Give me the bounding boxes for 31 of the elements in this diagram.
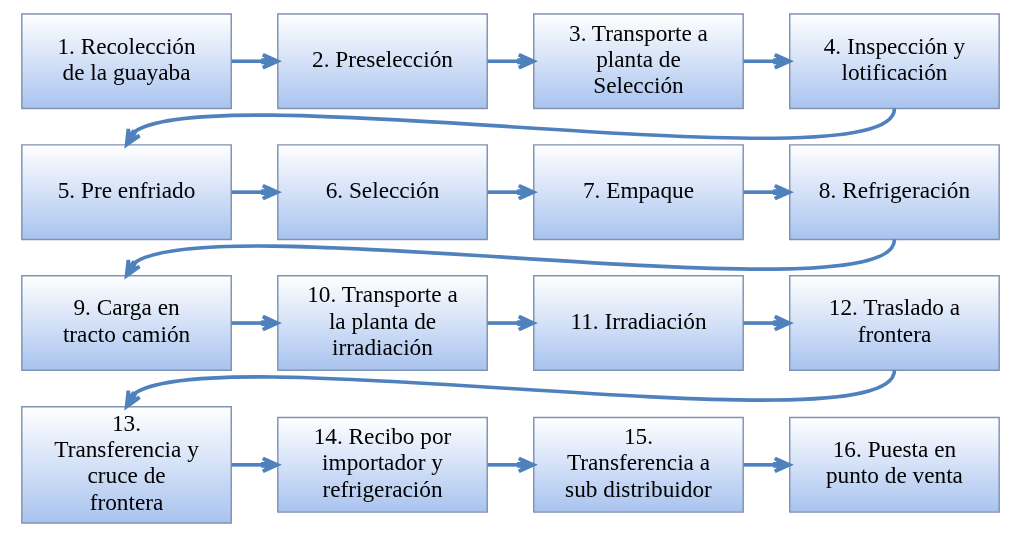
node-box: 8. Refrigeración [789,144,1000,241]
arrow [487,52,536,70]
arrow [487,314,536,332]
node-box: 7. Empaque [533,144,744,241]
arrow [743,183,792,201]
node-box: 6. Selección [277,144,488,241]
arrow [487,183,536,201]
arrow [124,238,896,278]
node-box: 10. Transporte a la planta de irradiación [277,275,488,372]
node-box: 11. Irradiación [533,275,744,372]
arrow [487,456,536,474]
node-box: 14. Recibo por importador y refrigeración [277,416,488,513]
node-box: 1. Recolección de la guayaba [21,13,232,110]
node-box: 9. Carga en tracto camión [21,275,232,372]
arrow [124,107,896,147]
node-box: 2. Preselección [277,13,488,110]
arrow [231,52,280,70]
arrow [231,183,280,201]
node-box: 16. Puesta en punto de venta [789,416,1000,513]
node-box: 12. Traslado a frontera [789,275,1000,372]
node-box: 15. Transferencia a sub distribuidor [533,416,744,513]
node-box: 5. Pre enfriado [21,144,232,241]
arrow [743,314,792,332]
arrow [743,52,792,70]
arrow [231,314,280,332]
arrow [743,456,792,474]
arrow [231,456,280,474]
node-box: 4. Inspección y lotificación [789,13,1000,110]
arrow [124,369,896,409]
node-box: 3. Transporte a planta de Selección [533,13,744,110]
node-box: 13. Transferencia y cruce de frontera [21,405,232,524]
